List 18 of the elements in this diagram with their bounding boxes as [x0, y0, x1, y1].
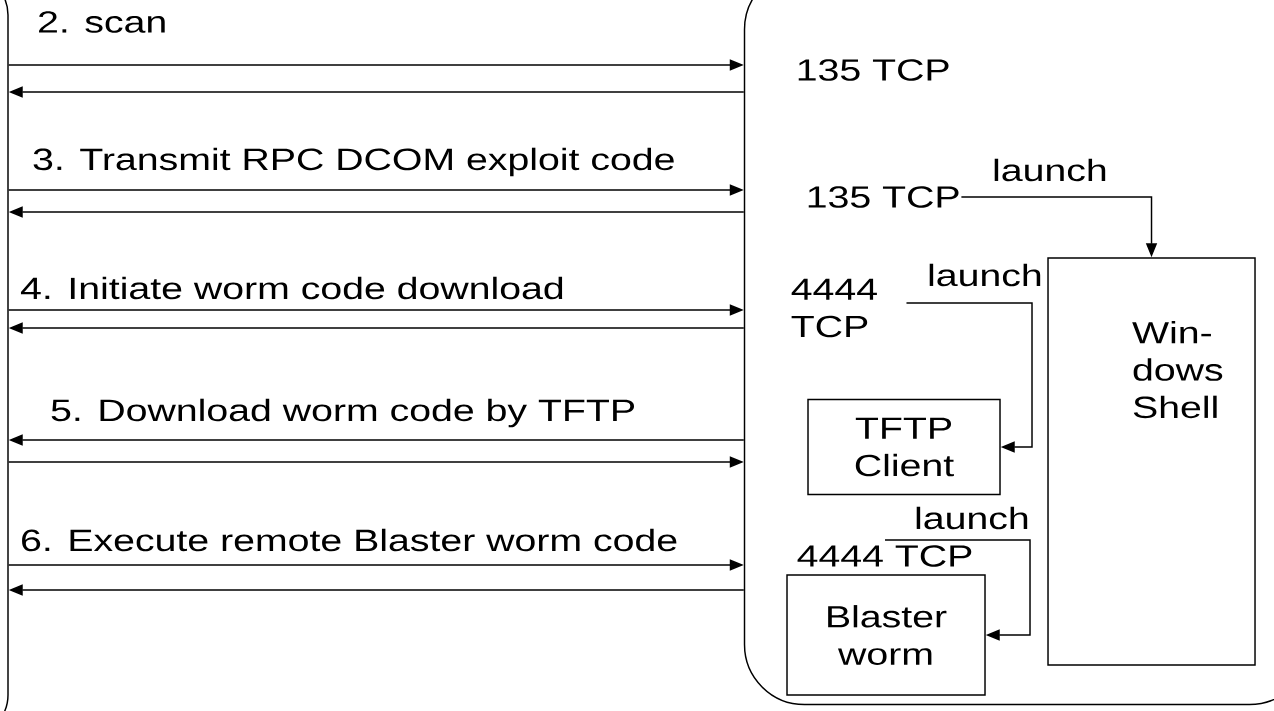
- edge-label: 5. Download worm code by TFTP: [48, 397, 638, 429]
- process-box: TFTP Client: [807, 398, 1001, 496]
- port-label: 4444 TCP: [797, 545, 972, 567]
- process-box: Win- dows Shell: [1047, 257, 1256, 666]
- arrow: [905, 302, 1033, 453]
- edge-label: 4. Initiate worm code download: [18, 275, 567, 301]
- port-label: 4444 TCP: [791, 278, 877, 338]
- arrow: [884, 539, 1031, 641]
- host-box: [743, 0, 1274, 706]
- process-box: Blaster worm: [786, 574, 986, 696]
- edge-label: launch: [925, 262, 1045, 288]
- edge-label: launch: [912, 505, 1032, 531]
- edge-label: 6. Execute remote Blaster worm code: [18, 527, 680, 553]
- edge-label: launch: [990, 157, 1110, 183]
- port-label: 135 TCP: [798, 59, 949, 81]
- edge-label: 2. scan: [35, 9, 169, 35]
- edge-label: 3. Transmit RPC DCOM exploit code: [30, 146, 677, 178]
- port-label: 135 TCP: [808, 186, 959, 208]
